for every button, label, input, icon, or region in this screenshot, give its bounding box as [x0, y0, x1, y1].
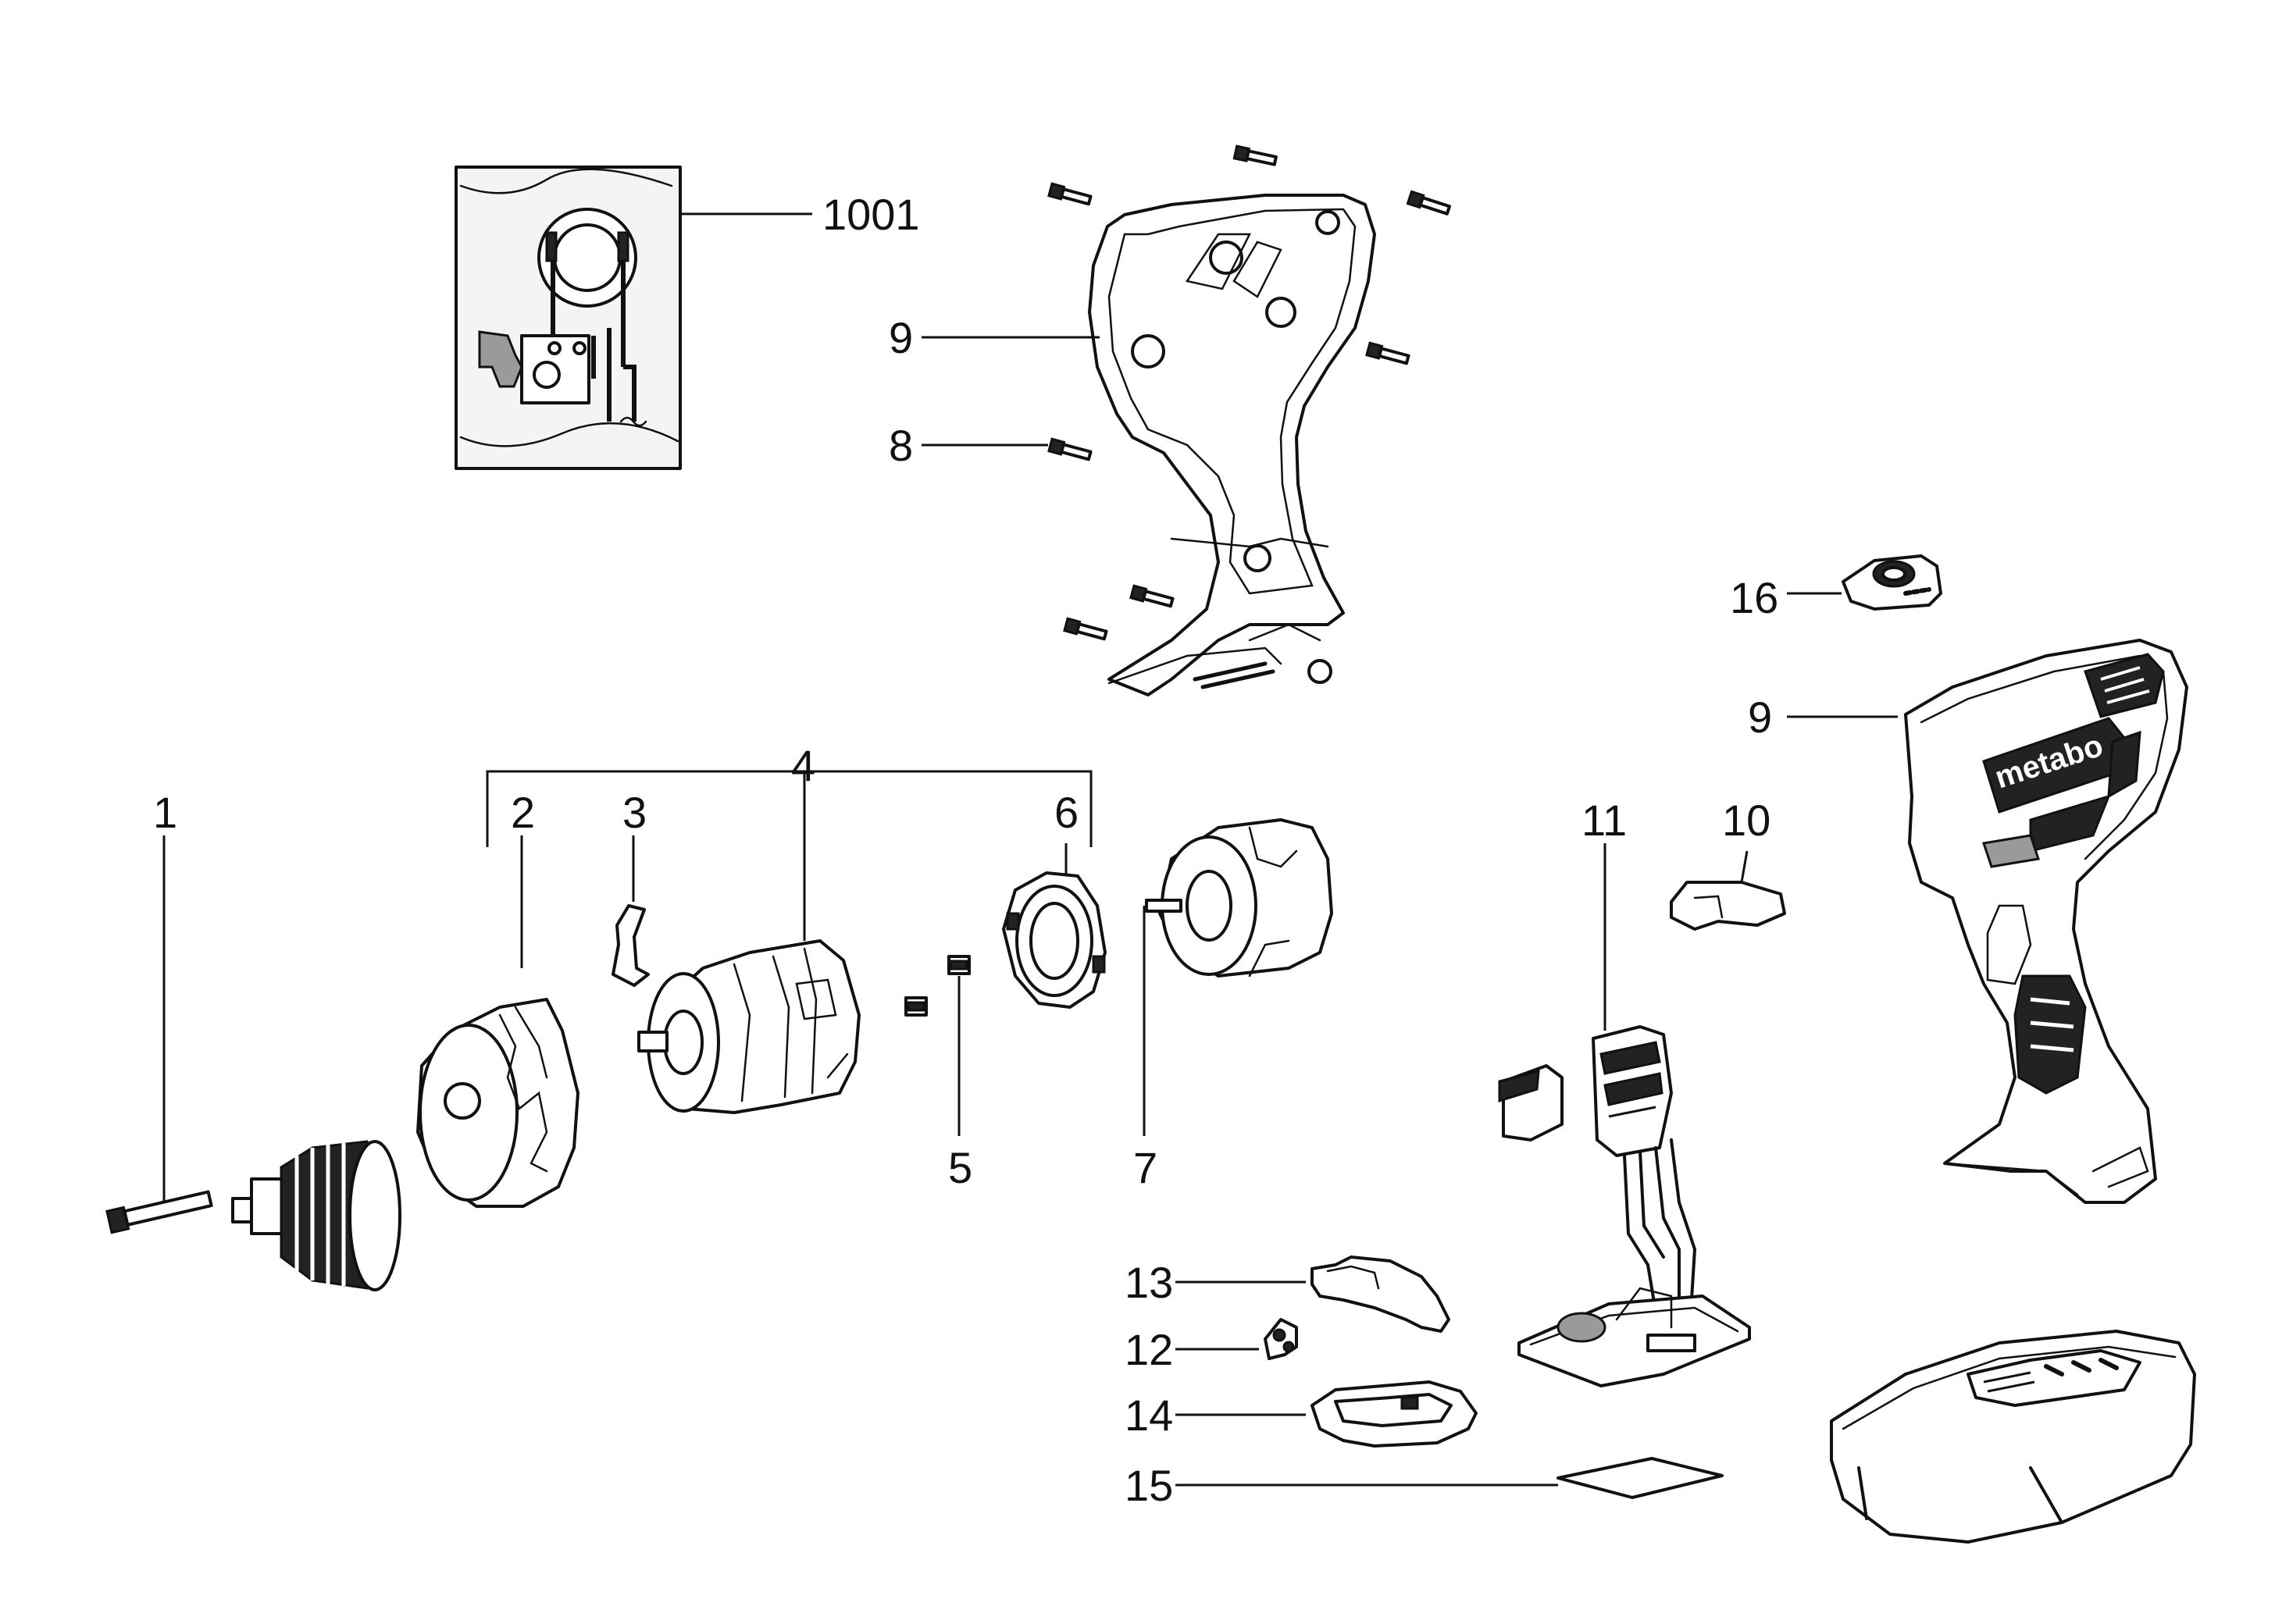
label-15: 15	[1125, 1461, 1173, 1510]
label-9-right: 9	[1748, 693, 1772, 742]
part-12-clip: 12	[1125, 1318, 1298, 1374]
label-7: 7	[1133, 1143, 1157, 1192]
part-13-cover: 13	[1125, 1255, 1450, 1333]
gearbox-group-bracket: 4	[486, 741, 1093, 847]
part-6-bearing-plate: 6	[1002, 788, 1107, 1009]
part-5-screws: 5	[904, 955, 972, 1192]
battery-pack	[1830, 1330, 2196, 1544]
wiring-diagram-inset: 1001	[455, 166, 920, 470]
part-11-switch: 11	[1498, 796, 1751, 1387]
part-10-direction-switch: 10	[1670, 796, 1786, 931]
part-2-sleeve: 2	[416, 788, 579, 1208]
label-3: 3	[622, 788, 647, 837]
label-10: 10	[1722, 796, 1770, 845]
gearbox	[637, 820, 861, 1114]
label-4: 4	[791, 741, 815, 790]
housing-left-half: 9	[889, 194, 1376, 696]
part-15-label-sticker: 15	[1125, 1457, 1724, 1510]
part-14-battery-adapter: 14	[1125, 1380, 1478, 1448]
label-12: 12	[1125, 1325, 1173, 1374]
label-6: 6	[1054, 788, 1079, 837]
label-9-top: 9	[889, 313, 913, 362]
label-14: 14	[1125, 1391, 1173, 1440]
label-8: 8	[889, 421, 913, 470]
label-13: 13	[1125, 1258, 1173, 1307]
housing-screws: 8	[889, 144, 1452, 641]
label-1: 1	[153, 788, 177, 837]
label-11: 11	[1581, 796, 1627, 845]
housing-right-half: metabo 9	[1748, 639, 2188, 1204]
label-2: 2	[511, 788, 535, 837]
label-1001: 1001	[822, 190, 920, 239]
part-1-chuck-screw: 1	[105, 788, 213, 1234]
label-5: 5	[948, 1143, 972, 1192]
label-16: 16	[1730, 573, 1778, 622]
keyless-chuck	[231, 1140, 401, 1291]
part-16-latch: 16	[1730, 554, 1942, 622]
part-7-motor: 7	[1133, 818, 1333, 1192]
part-3-spring-clip: 3	[612, 788, 650, 987]
